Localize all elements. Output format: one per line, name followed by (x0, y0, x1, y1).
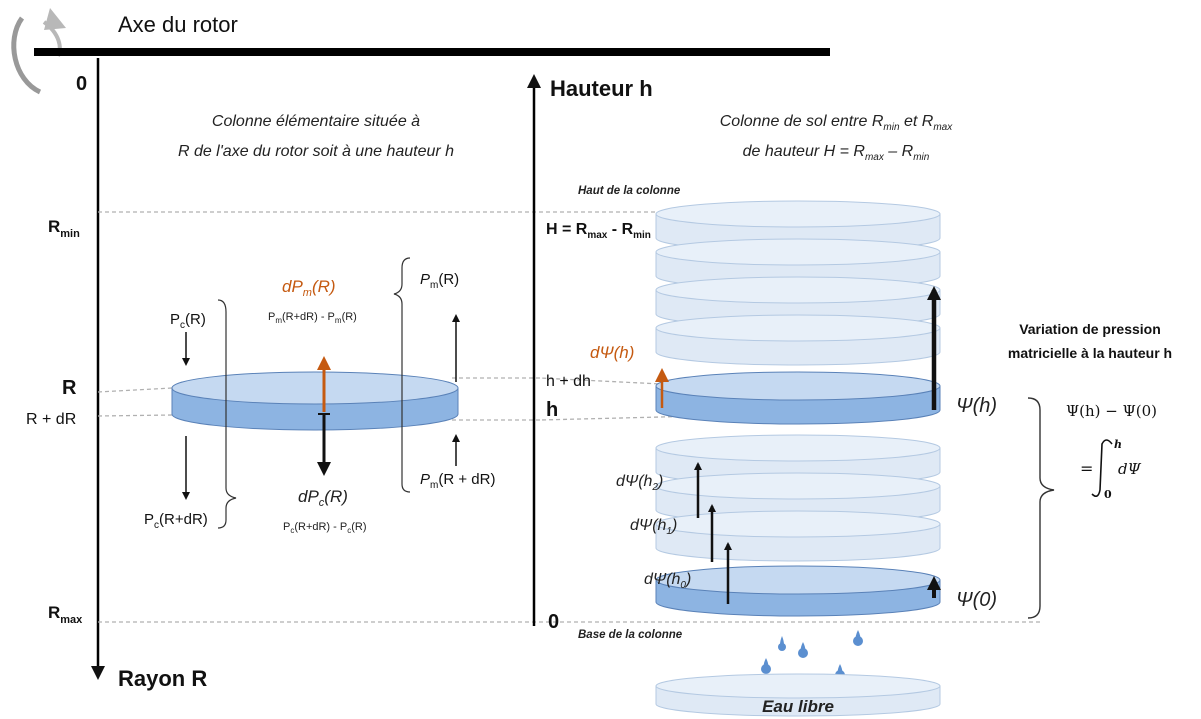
left-title-line2: R de l'axe du rotor soit à une hauteur h (178, 143, 454, 160)
brace-right (393, 257, 411, 493)
right-title-line2: de hauteur H = Rmax – Rmin (743, 143, 930, 163)
soil-disk (655, 314, 941, 366)
dpsi-h1-label: dΨ(h1) (630, 517, 677, 537)
pc-rdr-label: Pc(R+dR) (144, 511, 208, 531)
h-equation: H = Rmax - Rmin (546, 221, 651, 241)
psi-h-label: Ψ(h) (956, 395, 997, 417)
formula-lower: 0 (1104, 488, 1112, 501)
psi-0-disk (655, 565, 941, 617)
rotor-axis-label: Axe du rotor (118, 12, 238, 37)
pm-r-label: Pm(R) (420, 271, 459, 291)
h-label: h (546, 399, 558, 421)
brace-left (217, 299, 237, 529)
dpm-formula: Pm(R+dR) - Pm(R) (268, 311, 357, 325)
variation-title-line2: matricielle à la hauteur h (1008, 345, 1172, 361)
elementary-disk (171, 371, 459, 431)
psi-0-label: Ψ(0) (956, 589, 997, 611)
dpsi-h0-label: dΨ(h0) (644, 571, 691, 591)
variation-formula: Ψ(h) − Ψ(0) (1066, 402, 1157, 420)
r-min-label: Rmin (48, 217, 80, 240)
r-max-label: Rmax (48, 603, 83, 626)
dpsi-h-label: dΨ(h) (590, 343, 634, 362)
formula-integrand: dΨ (1118, 460, 1142, 478)
dpsi-h2-label: dΨ(h2) (616, 473, 663, 493)
psi-h-disk (655, 371, 941, 425)
free-water-label: Eau libre (762, 697, 834, 716)
right-title-line1: Colonne de sol entre Rmin et Rmax (720, 113, 953, 133)
water-drops (761, 630, 863, 680)
formula-upper: h (1114, 438, 1122, 451)
guide-lines (97, 211, 1040, 623)
integral-sign (1091, 439, 1113, 498)
free-water-disk (655, 673, 941, 717)
variation-title-line1: Variation de pression (1019, 321, 1161, 337)
r-label: R (62, 377, 77, 399)
left-title-line1: Colonne élémentaire située à (212, 113, 420, 130)
soil-disk (655, 510, 941, 562)
soil-column (655, 200, 941, 562)
pc-r-label: Pc(R) (170, 311, 206, 331)
dpm-label: dPm(R) (282, 277, 336, 299)
column-top-label: Haut de la colonne (578, 185, 681, 197)
radius-axis-label: Rayon R (118, 666, 207, 691)
r-dr-label: R + dR (26, 411, 76, 428)
height-axis-zero: 0 (548, 611, 559, 633)
radius-axis-zero: 0 (76, 73, 87, 95)
formula-equals: = (1080, 459, 1093, 478)
brace-variation (1027, 397, 1055, 619)
h-plus-dh-label: h + dh (546, 373, 591, 390)
height-axis-label: Hauteur h (550, 76, 653, 101)
dpc-formula: Pc(R+dR) - Pc(R) (283, 521, 367, 535)
dpc-label: dPc(R) (298, 487, 348, 509)
pm-rdr-label: Pm(R + dR) (420, 471, 495, 491)
column-base-label: Base de la colonne (578, 629, 683, 641)
